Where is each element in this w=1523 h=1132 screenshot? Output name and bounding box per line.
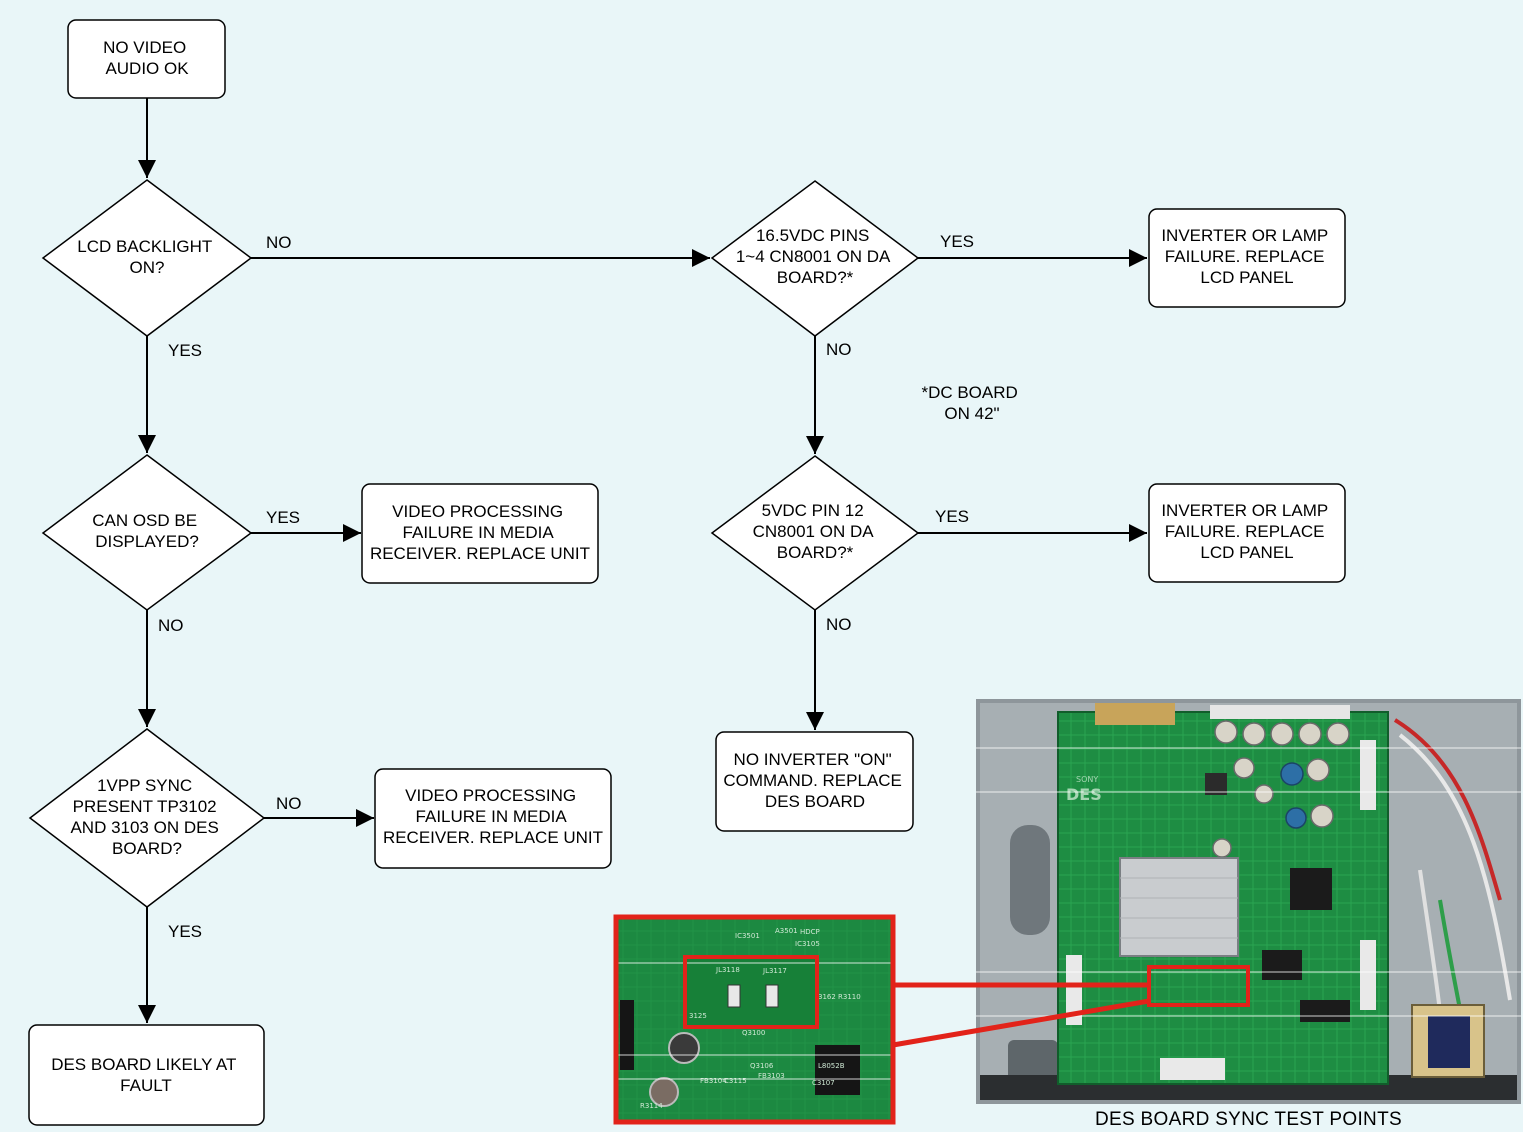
inset-label: FB3103 [758, 1072, 785, 1080]
start-box: NO VIDEO AUDIO OK [67, 19, 226, 99]
edge-labels: NO YES YES NO NO YES YES NO YES NO [158, 232, 974, 941]
result-video-sync-box: VIDEO PROCESSING FAILURE IN MEDIA RECEIV… [374, 768, 612, 869]
decision-5v: 5VDC PIN 12 CN8001 ON DA BOARD?* [710, 455, 920, 611]
svg-text:INVERTER OR LAMP FAILURE: INVERTER OR LAMP FAILURE. REPLACE LCD PA… [1161, 226, 1332, 287]
decision-16v-line: 1~4 CN8001 ON DA [736, 247, 891, 266]
result-video-sync-line: VIDEO PROCESSING [405, 786, 576, 805]
edge-label-sync-yes: YES [168, 922, 202, 941]
result-inverter-line: INVERTER OR LAMP [1161, 226, 1328, 245]
inset-label: C3107 [812, 1079, 835, 1087]
footnote: *DC BOARD ON 42" [921, 383, 1022, 423]
edge-label-sync-no: NO [276, 794, 302, 813]
result-des-fault-box: DES BOARD LIKELY AT FAULT [28, 1024, 265, 1126]
start-box-line: NO VIDEO [103, 38, 186, 57]
edge-label-16v-no: NO [826, 340, 852, 359]
result-video-sync-line: RECEIVER. REPLACE UNIT [383, 828, 603, 847]
decision-sync-line: AND 3103 ON DES [70, 818, 218, 837]
decision-5v-line: CN8001 ON DA [753, 522, 875, 541]
result-no-inverter-line: DES BOARD [765, 792, 865, 811]
decision-5v-line: BOARD?* [777, 543, 854, 562]
inset-label: R3110 [838, 993, 861, 1001]
inset-label: IC3501 [735, 932, 760, 940]
result-inverter-line: LCD PANEL [1200, 268, 1293, 287]
result-inverter-line: FAILURE. REPLACE [1165, 522, 1325, 541]
decision-5v-line: 5VDC PIN 12 [762, 501, 864, 520]
svg-text:NO INVERTER "ON" COMMAND: NO INVERTER "ON" COMMAND. REPLACE DES BO… [723, 750, 906, 811]
result-no-inverter-box: NO INVERTER "ON" COMMAND. REPLACE DES BO… [715, 731, 914, 832]
svg-text:16.5VDC PINS 1~4 CN8001: 16.5VDC PINS 1~4 CN8001 ON DA BOARD?* [736, 226, 894, 287]
svg-text:LCD BACKLIGHT ON?: LCD BACKLIGHT ON? [77, 237, 217, 277]
inset-test-point-highlight [683, 955, 819, 1029]
decision-16v: 16.5VDC PINS 1~4 CN8001 ON DA BOARD?* [710, 180, 920, 337]
decision-backlight-line: ON? [130, 258, 165, 277]
result-inverter-line: FAILURE. REPLACE [1165, 247, 1325, 266]
inset-label: HDCP [800, 928, 820, 936]
inset-label: JL3118 [715, 966, 740, 974]
svg-text:INVERTER OR LAMP FAILURE: INVERTER OR LAMP FAILURE. REPLACE LCD PA… [1161, 501, 1332, 562]
inset-label: Q3106 [750, 1062, 774, 1070]
edge-label-backlight-yes: YES [168, 341, 202, 360]
result-video-sync-line: FAILURE IN MEDIA [416, 807, 568, 826]
result-inverter-line: INVERTER OR LAMP [1161, 501, 1328, 520]
inset-label: C3115 [724, 1077, 747, 1085]
inset-label: FB3104 [700, 1077, 727, 1085]
result-video-osd-line: VIDEO PROCESSING [392, 502, 563, 521]
svg-text:NO VIDEO AUDIO OK: NO VIDEO AUDIO OK [103, 38, 191, 78]
result-inverter-box-2: INVERTER OR LAMP FAILURE. REPLACE LCD PA… [1148, 483, 1346, 583]
decision-osd-line: DISPLAYED? [95, 532, 199, 551]
board-print-des: DES [1066, 785, 1102, 804]
result-no-inverter-line: COMMAND. REPLACE [723, 771, 902, 790]
edge-label-osd-no: NO [158, 616, 184, 635]
result-des-fault-line: DES BOARD LIKELY AT [51, 1055, 236, 1074]
inset-label: A3501 [775, 927, 798, 935]
svg-text:5VDC PIN 12 CN8001 ON DA: 5VDC PIN 12 CN8001 ON DA BOARD?* [753, 501, 878, 562]
edge-label-backlight-no: NO [266, 233, 292, 252]
result-video-osd-box: VIDEO PROCESSING FAILURE IN MEDIA RECEIV… [361, 483, 599, 584]
decision-osd: CAN OSD BE DISPLAYED? [41, 454, 253, 611]
inset-label: IC3105 [795, 940, 820, 948]
result-des-fault-line: FAULT [120, 1076, 172, 1095]
inset-label: JL3117 [762, 967, 787, 975]
footnote-line: ON 42" [944, 404, 999, 423]
decision-16v-line: 16.5VDC PINS [756, 226, 869, 245]
photo-caption: DES BOARD SYNC TEST POINTS [1095, 1109, 1402, 1130]
decision-sync-line: 1VPP SYNC [97, 776, 192, 795]
svg-text:VIDEO PROCESSING FAILURE: VIDEO PROCESSING FAILURE IN MEDIA RECEIV… [370, 502, 590, 563]
decision-osd-line: CAN OSD BE [92, 511, 197, 530]
result-no-inverter-line: NO INVERTER "ON" [734, 750, 892, 769]
edge-label-16v-yes: YES [940, 232, 974, 251]
decision-sync: 1VPP SYNC PRESENT TP3102 AND 3103 ON DES… [28, 728, 266, 908]
result-video-osd-line: FAILURE IN MEDIA [403, 523, 555, 542]
inset-label: 3162 [818, 993, 836, 1001]
heatsink [1119, 857, 1239, 957]
decision-backlight: LCD BACKLIGHT ON? [41, 179, 253, 337]
edge-label-osd-yes: YES [266, 508, 300, 527]
decision-sync-line: PRESENT TP3102 [73, 797, 217, 816]
svg-text:VIDEO PROCESSING FAILURE: VIDEO PROCESSING FAILURE IN MEDIA RECEIV… [383, 786, 603, 847]
decision-backlight-line: LCD BACKLIGHT [77, 237, 212, 256]
svg-text:DES BOARD LIKELY AT FAUL: DES BOARD LIKELY AT FAULT [51, 1055, 241, 1095]
start-box-line: AUDIO OK [105, 59, 189, 78]
board-print-sony: SONY [1076, 775, 1098, 784]
inset-label: R3114 [640, 1102, 663, 1110]
result-inverter-line: LCD PANEL [1200, 543, 1293, 562]
connectors [138, 98, 1147, 1023]
edge-label-5v-yes: YES [935, 507, 969, 526]
callout-lines [892, 982, 1150, 1048]
inset-zoom-photo: JL3118 JL3117 IC3501 A3501 HDCP IC3105 Q… [613, 914, 896, 1125]
decision-sync-line: BOARD? [112, 839, 182, 858]
decision-16v-line: BOARD?* [777, 268, 854, 287]
inset-label: L8052B [818, 1062, 845, 1070]
inset-label: Q3100 [742, 1029, 765, 1037]
result-video-osd-line: RECEIVER. REPLACE UNIT [370, 544, 590, 563]
footnote-line: *DC BOARD [921, 383, 1017, 402]
edge-label-5v-no: NO [826, 615, 852, 634]
result-inverter-box-1: INVERTER OR LAMP FAILURE. REPLACE LCD PA… [1148, 208, 1346, 308]
svg-text:CAN OSD BE DISPLAYED?: CAN OSD BE DISPLAYED? [92, 511, 202, 551]
des-board-photo: DES SONY [976, 699, 1521, 1104]
svg-text:1VPP SYNC PRESENT TP3102: 1VPP SYNC PRESENT TP3102 AND 3103 ON DES… [70, 776, 223, 858]
inset-label: 3125 [689, 1012, 707, 1020]
